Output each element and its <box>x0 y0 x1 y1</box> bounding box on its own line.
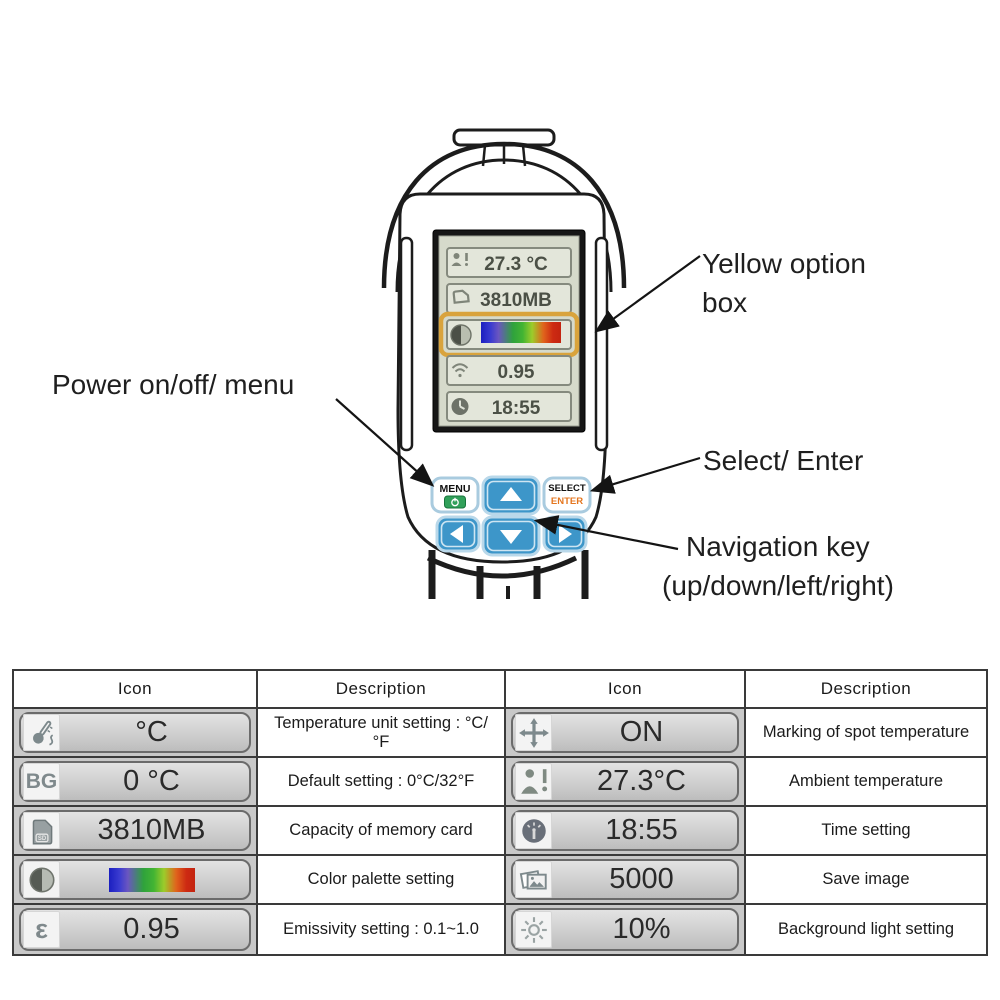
screen-color-palette-bar <box>481 322 561 343</box>
thermal-camera-illustration: 27.3 °C 3810MB <box>381 128 627 599</box>
row-description: Default setting : 0°C/32°F <box>258 758 506 807</box>
screen-menu-row-emissivity[interactable]: 0.95 <box>446 355 572 386</box>
menu-power-button[interactable]: MENU <box>430 476 480 514</box>
row-description: Ambient temperature <box>746 758 986 807</box>
row-description: Background light setting <box>746 905 986 954</box>
row-description: Emissivity setting : 0.1~1.0 <box>258 905 506 954</box>
navigation-key-label-line2: (up/down/left/right) <box>662 570 894 601</box>
nav-up-key[interactable] <box>481 475 541 516</box>
color-palette-icon <box>450 324 472 346</box>
color-palette-icon <box>23 861 60 898</box>
palette-bar-holder <box>60 867 249 892</box>
nav-left-key[interactable] <box>435 515 481 553</box>
screen-value-time: 18:55 <box>492 398 541 419</box>
icon-value: 5000 <box>609 863 674 895</box>
emissivity-icon <box>451 363 469 378</box>
enter-key-label: ENTER <box>551 496 583 507</box>
table-row: ε 0.95 <box>14 905 258 954</box>
arrow-down-icon <box>500 530 522 544</box>
brightness-icon <box>515 911 552 948</box>
table-row: SD 3810MB <box>14 807 258 856</box>
icon-value: 3810MB <box>97 814 206 846</box>
epsilon-icon: ε <box>23 911 60 948</box>
device-keypad: MENU SELECT ENTER <box>430 475 592 557</box>
yellow-label-line2: box <box>702 287 748 318</box>
yellow-label-line1: Yellow option <box>702 248 866 279</box>
screen-menu-row-ambient-temperature[interactable]: 27.3 °C <box>446 247 572 278</box>
table-row: 27.3°C <box>506 758 746 807</box>
icon-description-table: Icon Description Icon Description <box>12 669 988 956</box>
header-description-left: Description <box>258 671 506 709</box>
power-menu-label: Power on/off/ menu <box>52 369 295 400</box>
screen-menu-row-memory[interactable]: 3810MB <box>446 283 572 314</box>
epsilon-icon-text: ε <box>35 914 48 944</box>
screen-value-memory: 3810MB <box>480 290 552 311</box>
arrow-up-icon <box>500 487 522 501</box>
header-icon-right: Icon <box>506 671 746 709</box>
save-image-icon <box>515 861 552 898</box>
sd-label: SD <box>37 836 46 842</box>
ambient-temperature-icon <box>515 763 552 800</box>
icon-value: ON <box>619 716 664 748</box>
select-enter-label: Select/ Enter <box>703 445 864 476</box>
row-description: Temperature unit setting : °C/°F <box>258 709 506 758</box>
row-description: Color palette setting <box>258 856 506 905</box>
table-row: 10% <box>506 905 746 954</box>
thermometer-icon <box>23 714 60 751</box>
bg-icon: BG <box>23 763 60 800</box>
icon-value: 0.95 <box>123 913 180 945</box>
table-row: 5000 <box>506 856 746 905</box>
icon-value: °C <box>135 716 168 748</box>
select-key-label: SELECT <box>548 483 586 494</box>
navigation-key-label-line1: Navigation key <box>686 531 870 562</box>
row-description: Marking of spot temperature <box>746 709 986 758</box>
table-row <box>14 856 258 905</box>
move-cross-icon <box>515 714 552 751</box>
table-row: °C <box>14 709 258 758</box>
screen-menu-row-time[interactable]: 18:55 <box>446 391 572 422</box>
menu-key-label: MENU <box>440 483 471 495</box>
icon-value: 0 °C <box>123 765 180 797</box>
header-description-right: Description <box>746 671 986 709</box>
table-row: ON <box>506 709 746 758</box>
screen-value-emissivity: 0.95 <box>498 362 535 383</box>
power-icon <box>451 497 459 507</box>
color-palette-bar <box>108 867 195 892</box>
icon-value: 18:55 <box>605 814 678 846</box>
header-icon-left: Icon <box>14 671 258 709</box>
nav-down-key[interactable] <box>481 515 541 557</box>
table-row: 18:55 <box>506 807 746 856</box>
arrow-left-icon <box>450 525 463 543</box>
row-description: Capacity of memory card <box>258 807 506 856</box>
ambient-temperature-icon <box>451 253 468 266</box>
clock-icon <box>451 398 469 415</box>
memory-card-icon <box>452 289 470 304</box>
yellow-option-box-label: Yellow option box <box>702 244 866 322</box>
bg-icon-text: BG <box>25 769 58 793</box>
sd-card-icon: SD <box>23 812 60 849</box>
row-description: Time setting <box>746 807 986 856</box>
icon-value: 27.3°C <box>597 765 686 797</box>
screen-value-ambient: 27.3 °C <box>484 254 548 275</box>
time-icon <box>515 812 552 849</box>
nav-right-key[interactable] <box>542 515 588 553</box>
icon-value: 10% <box>612 913 671 945</box>
table-row: BG 0 °C <box>14 758 258 807</box>
row-description: Save image <box>746 856 986 905</box>
select-enter-button[interactable]: SELECT ENTER <box>542 476 592 514</box>
